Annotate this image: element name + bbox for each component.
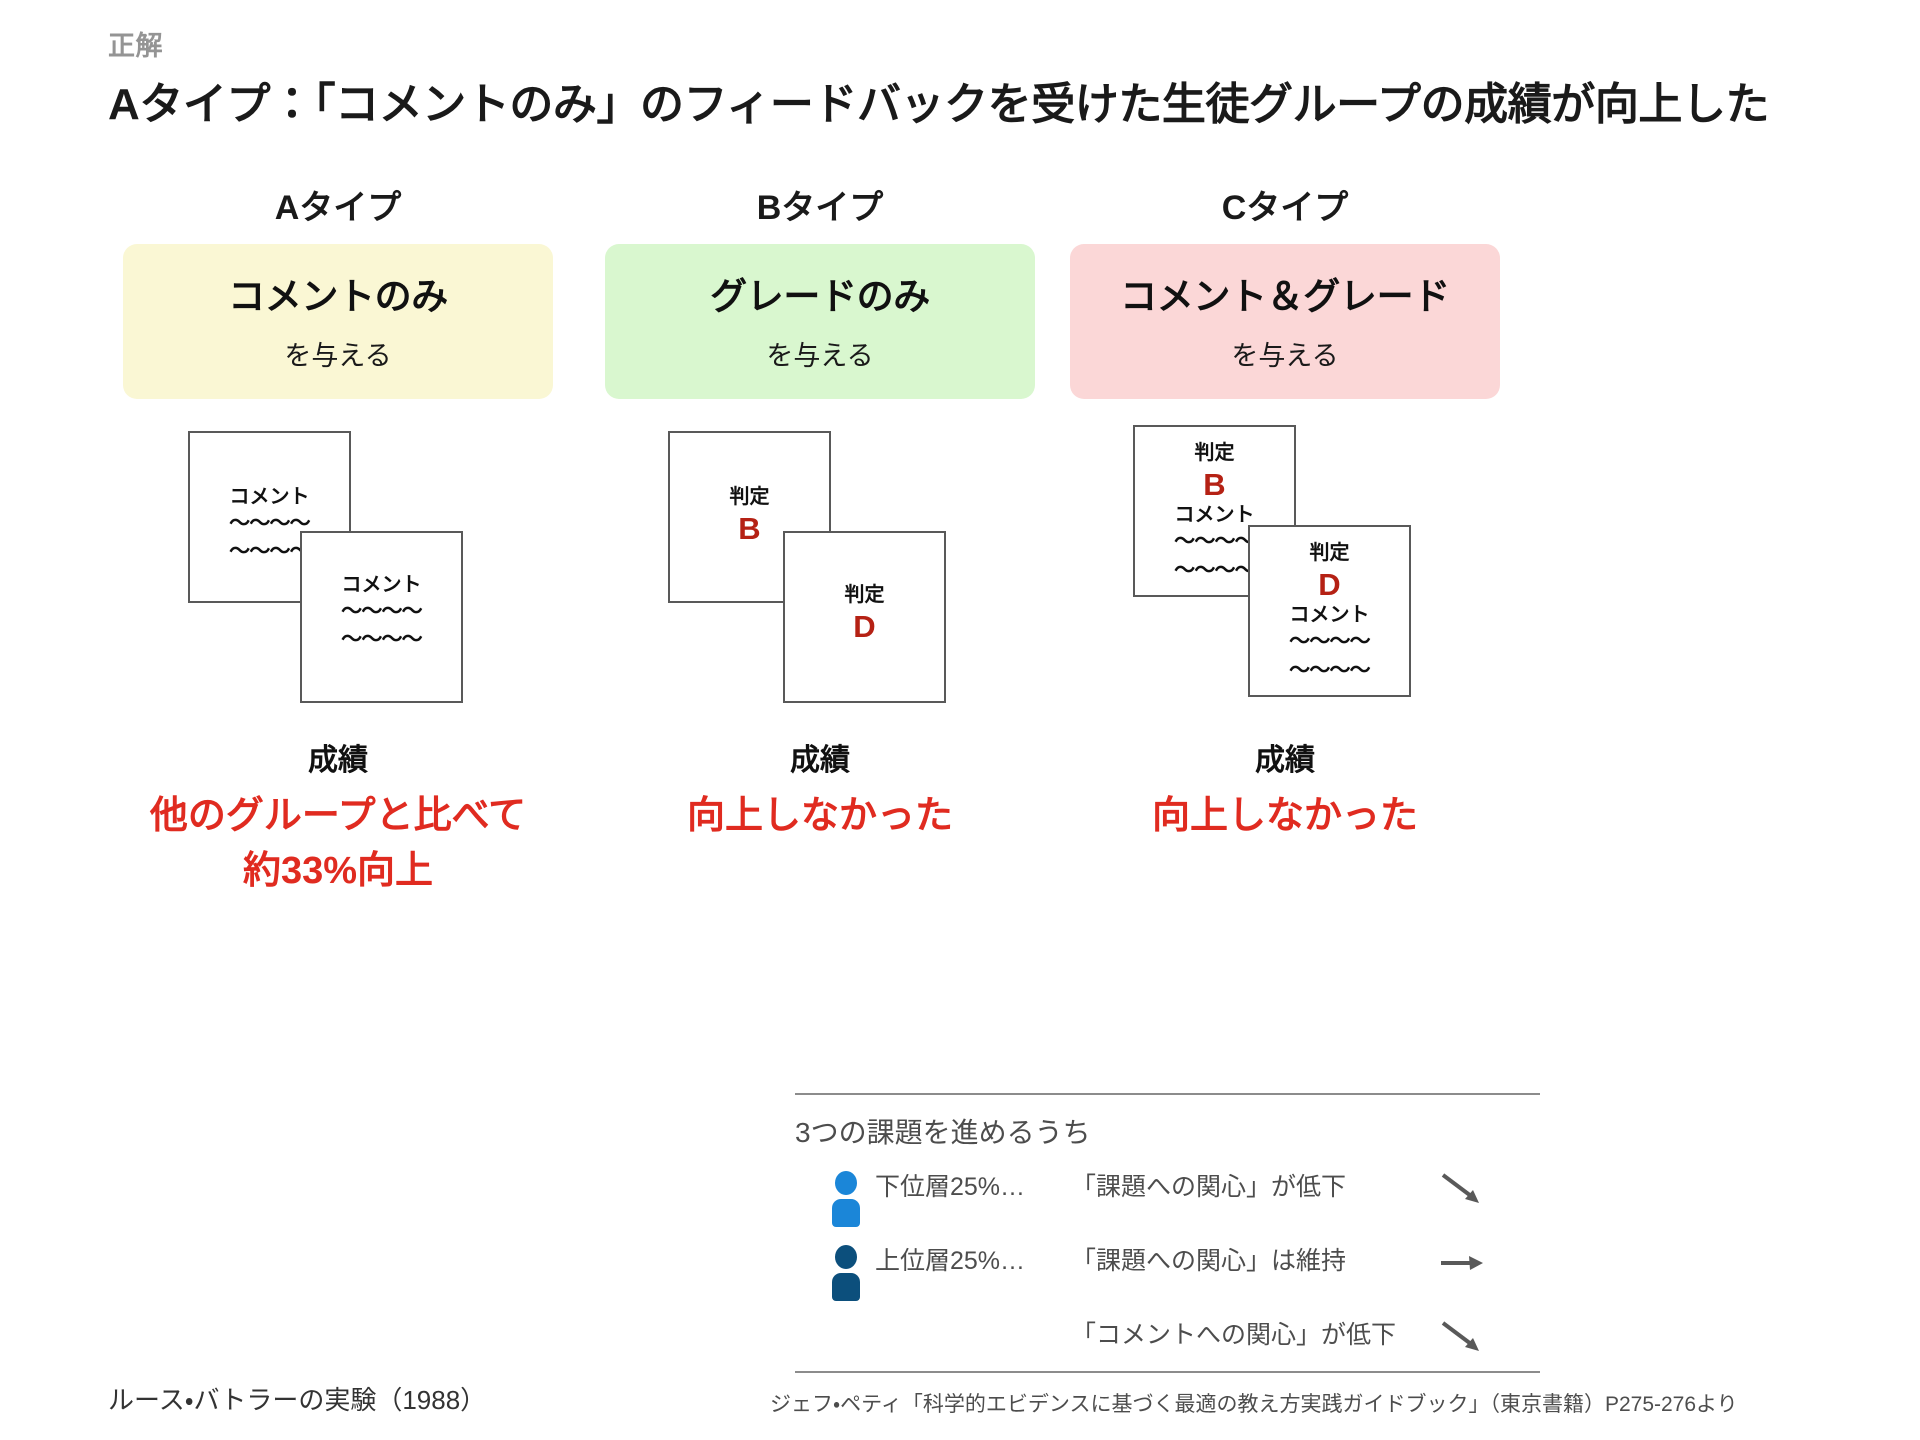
card-sub-text-c: を与える: [1231, 341, 1339, 371]
footer-citation: ジェフ・ペティ「科学的エビデンスに基づく最適の教え方実践ガイドブック」（東京書籍…: [770, 1393, 1738, 1416]
column-type-c: Cタイプ コメント＆グレード を与える 判定 B コメント 〜〜〜〜 〜〜〜〜 …: [1015, 180, 1555, 844]
note-effect-label: 「コメントへの関心」が低下: [1071, 1321, 1397, 1349]
card-sub-text-a: を与える: [284, 341, 392, 371]
down-right-arrow-icon: [1441, 1321, 1479, 1351]
paper-grade: B: [1203, 467, 1226, 502]
page-title: Aタイプ：「コメントのみ」のフィードバックを受けた生徒グループの成績が向上した: [108, 80, 1770, 129]
paper-wave-line: 〜〜〜〜: [229, 540, 310, 564]
eyebrow-label: 正解: [108, 31, 164, 61]
paper-wave-line: 〜〜〜〜: [1174, 530, 1255, 554]
card-main-text-b: グレードのみ: [710, 276, 930, 317]
card-main-text-c: コメント＆グレード: [1120, 276, 1450, 317]
paper-grade: D: [853, 609, 876, 644]
person-body-shape: [832, 1273, 860, 1301]
paper-wave-line: 〜〜〜〜: [229, 512, 310, 535]
note-row: 「コメントへの関心」が低下: [795, 1317, 1540, 1357]
footer-source-experiment: ルース・バトラーの実験（1988）: [108, 1385, 487, 1415]
paper-comment-label: コメント: [1289, 604, 1370, 627]
paper-sheet: コメント 〜〜〜〜 〜〜〜〜: [188, 431, 351, 603]
paper-sheet: 判定 D コメント 〜〜〜〜 〜〜〜〜: [1248, 525, 1411, 697]
paper-sheet: コメント 〜〜〜〜 〜〜〜〜: [300, 531, 463, 703]
note-group-label: 上位層25%…: [875, 1247, 1026, 1275]
person-head-shape: [835, 1245, 857, 1269]
column-type-b: Bタイプ グレードのみ を与える 判定 B 判定 D 成績 向上しなかった: [550, 180, 1090, 844]
note-group-label: 下位層25%…: [875, 1173, 1026, 1201]
person-head-shape: [835, 1171, 857, 1195]
paper-wave-line: 〜〜〜〜: [1174, 558, 1255, 582]
paper-comment-label: コメント: [1174, 504, 1255, 527]
column-title-c: Cタイプ: [1221, 189, 1349, 227]
result-value: 向上しなかった: [550, 789, 1090, 844]
feedback-card-a: コメントのみ を与える: [123, 244, 553, 399]
note-box: 3つの課題を進めるうち 下位層25%… 「課題への関心」が低下: [795, 1093, 1540, 1373]
result-block-c: 成績 向上しなかった: [1015, 735, 1555, 844]
paper-title: 判定: [844, 584, 885, 606]
paper-title: コメント: [341, 574, 422, 596]
paper-wave-line: 〜〜〜〜: [1289, 630, 1370, 654]
result-value-line-1: 向上しなかった: [686, 795, 953, 837]
down-right-arrow-icon: [1441, 1173, 1479, 1203]
result-value-line-1: 他のグループと比べて: [149, 795, 527, 837]
paper-title: 判定: [1194, 442, 1235, 464]
note-heading: 3つの課題を進めるうち: [795, 1117, 1091, 1148]
result-block-b: 成績 向上しなかった: [550, 735, 1090, 844]
paper-stack-c: 判定 B コメント 〜〜〜〜 〜〜〜〜 判定 D コメント 〜〜〜〜 〜〜〜〜: [1015, 425, 1555, 725]
paper-sheet: 判定 B コメント 〜〜〜〜 〜〜〜〜: [1133, 425, 1296, 597]
paper-grade: B: [738, 511, 761, 546]
paper-title: 判定: [1309, 542, 1350, 564]
column-type-a: Aタイプ コメントのみ を与える コメント 〜〜〜〜 〜〜〜〜 コメント 〜〜〜…: [68, 180, 608, 899]
note-effect-label: 「課題への関心」は維持: [1071, 1247, 1347, 1275]
feedback-card-c: コメント＆グレード を与える: [1070, 244, 1500, 399]
paper-wave-line: 〜〜〜〜: [1289, 658, 1370, 682]
result-label: 成績: [790, 744, 850, 777]
feedback-card-b: グレードのみ を与える: [605, 244, 1035, 399]
paper-stack-a: コメント 〜〜〜〜 〜〜〜〜 コメント 〜〜〜〜 〜〜〜〜: [68, 425, 608, 725]
result-value-line-1: 向上しなかった: [1151, 795, 1418, 837]
paper-wave-line: 〜〜〜〜: [341, 600, 422, 623]
note-top-divider: [795, 1093, 1540, 1095]
paper-title: 判定: [729, 486, 770, 508]
paper-grade: D: [1318, 567, 1341, 602]
paper-sheet: 判定 D: [783, 531, 946, 703]
result-label: 成績: [308, 744, 368, 777]
result-value-line-2: 約33%向上: [242, 850, 434, 893]
note-effect-label: 「課題への関心」が低下: [1071, 1173, 1347, 1201]
column-title-b: Bタイプ: [756, 189, 884, 227]
paper-stack-b: 判定 B 判定 D: [550, 425, 1090, 725]
paper-title: コメント: [229, 486, 310, 508]
note-row: 下位層25%… 「課題への関心」が低下: [795, 1169, 1540, 1227]
card-sub-text-b: を与える: [766, 341, 874, 371]
card-main-text-a: コメントのみ: [228, 276, 448, 317]
result-value: 他のグループと比べて 約33%向上: [68, 789, 608, 899]
note-rows: 下位層25%… 「課題への関心」が低下 上位層25%… 「課題への関心」は維持: [795, 1169, 1540, 1357]
right-arrow-icon: [1441, 1256, 1483, 1270]
note-row: 上位層25%… 「課題への関心」は維持: [795, 1243, 1540, 1301]
person-icon: [831, 1171, 861, 1227]
person-body-shape: [832, 1199, 860, 1227]
paper-wave-line: 〜〜〜〜: [341, 628, 422, 652]
result-block-a: 成績 他のグループと比べて 約33%向上: [68, 735, 608, 899]
note-bottom-divider: [795, 1371, 1540, 1373]
result-label: 成績: [1255, 744, 1315, 777]
person-icon: [831, 1245, 861, 1301]
column-title-a: Aタイプ: [274, 189, 402, 227]
result-value: 向上しなかった: [1015, 789, 1555, 844]
